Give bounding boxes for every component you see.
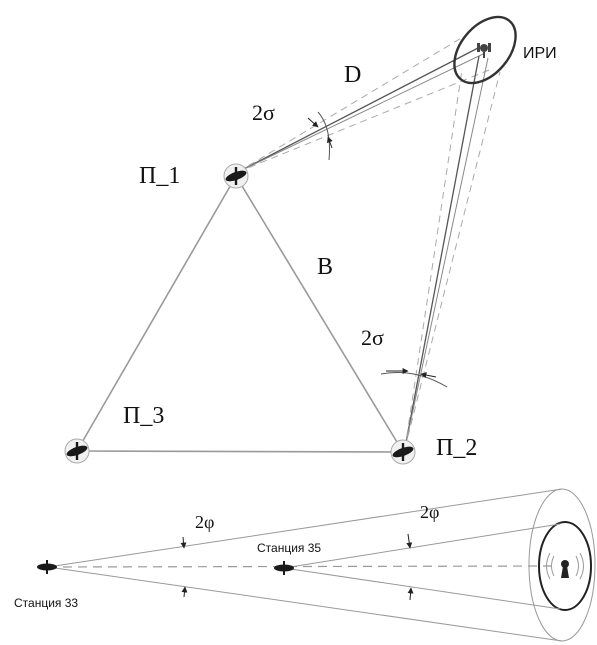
error-label-p2: 2σ	[361, 325, 384, 350]
baseline-p1-p2	[235, 175, 404, 453]
post-p3-icon	[64, 438, 90, 464]
station-33-label: Станция 33	[14, 596, 78, 610]
bearing-p1	[237, 33, 495, 173]
post-p2-icon	[390, 439, 416, 465]
angle-label-1: 2φ	[195, 512, 214, 532]
baseline-label: B	[317, 254, 333, 280]
distance-label: D	[344, 62, 361, 88]
post-label-p2: П_2	[436, 435, 477, 461]
error-ellipse	[453, 15, 517, 85]
coverage-cone	[47, 488, 596, 642]
error-label-p1: 2σ	[252, 100, 275, 125]
angle-label-2: 2φ	[420, 502, 439, 522]
station-33-icon	[37, 560, 57, 574]
transmitter-icon	[477, 43, 491, 58]
angle-arc-p1	[307, 111, 333, 161]
station-35-label: Станция 35	[257, 541, 321, 555]
angle-arrows	[180, 533, 414, 601]
post-label-p3: П_3	[123, 403, 164, 429]
post-label-p1: П_1	[139, 163, 180, 189]
triangle-baselines	[76, 175, 404, 453]
signal-source-icon	[546, 552, 584, 580]
baseline-p1-p3	[76, 175, 237, 452]
baseline-p3-p2	[76, 450, 404, 453]
bearing-p2	[404, 55, 501, 449]
station-35-icon	[274, 561, 294, 575]
source-label: ИРИ	[523, 45, 557, 62]
angle-arc-p2	[380, 368, 448, 388]
post-p1-icon	[223, 163, 249, 189]
